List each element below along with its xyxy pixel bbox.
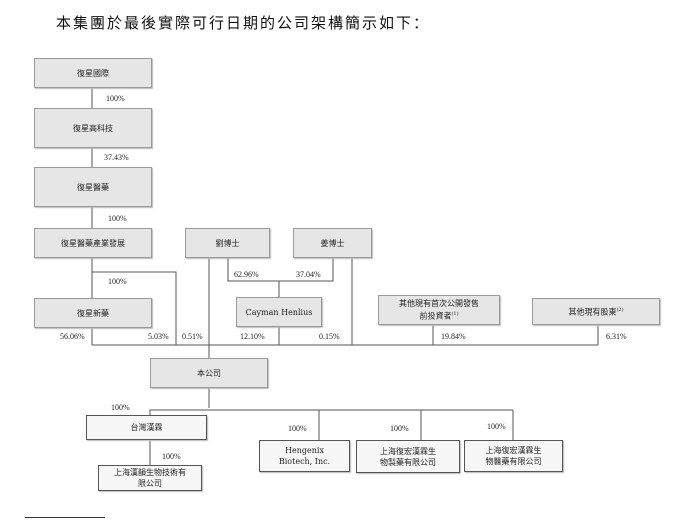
pct-label: 19.84% [441,332,466,341]
entity-other-shareholders: 其他現有股東(2) [532,298,660,325]
pct-label: 0.15% [319,332,340,341]
entity-fosun-newmed: 復星新藥 [34,298,152,328]
pct-label: 37.04% [296,270,321,279]
footnote-divider [25,517,105,518]
entity-dr-liu: 劉博士 [185,228,270,258]
pct-label: 12.10% [240,332,265,341]
entity-fosun-industrial: 復星醫藥產業發展 [34,228,152,258]
entity-company: 本公司 [150,358,268,388]
pct-label: 100% [111,403,130,412]
pct-label: 100% [108,277,127,286]
entity-dr-jiang: 姜博士 [293,228,372,258]
entity-cayman-henlius: Cayman Henlius [236,297,322,327]
pct-label: 5.03% [148,332,169,341]
entity-pre-ipo-investors: 其他現有首次公開發售前投資者(1) [378,295,500,325]
entity-fosun-intl: 復星國際 [34,58,152,88]
pct-label: 100% [106,94,125,103]
entity-henlius-pharma-med: 上海復宏漢霖生物醫藥有限公司 [464,440,563,472]
entity-fosun-pharma: 復星醫藥 [34,167,152,207]
pct-label: 100% [288,424,307,433]
pct-label: 100% [108,214,127,223]
pct-label: 56.06% [60,332,85,341]
entity-taiwan-henlius: 台灣漢霖 [86,415,207,440]
entity-shanghai-hanyun: 上海漢韻生物技術有限公司 [98,465,202,491]
entity-hengenix: Hengenix Biotech, Inc. [259,440,350,472]
pct-label: 100% [390,424,409,433]
pct-label: 0.51% [182,332,203,341]
pct-label: 62.96% [234,270,259,279]
entity-fosun-hightech: 復星高科技 [34,108,152,148]
pct-label: 100% [162,452,181,461]
entity-henlius-pharma-mfg: 上海復宏漢霖生物製藥有限公司 [356,440,460,473]
pct-label: 100% [487,422,506,431]
page-title: 本集團於最後實際可行日期的公司架構簡示如下： [56,14,431,32]
pct-label: 6.31% [606,332,627,341]
pct-label: 37.43% [104,153,129,162]
